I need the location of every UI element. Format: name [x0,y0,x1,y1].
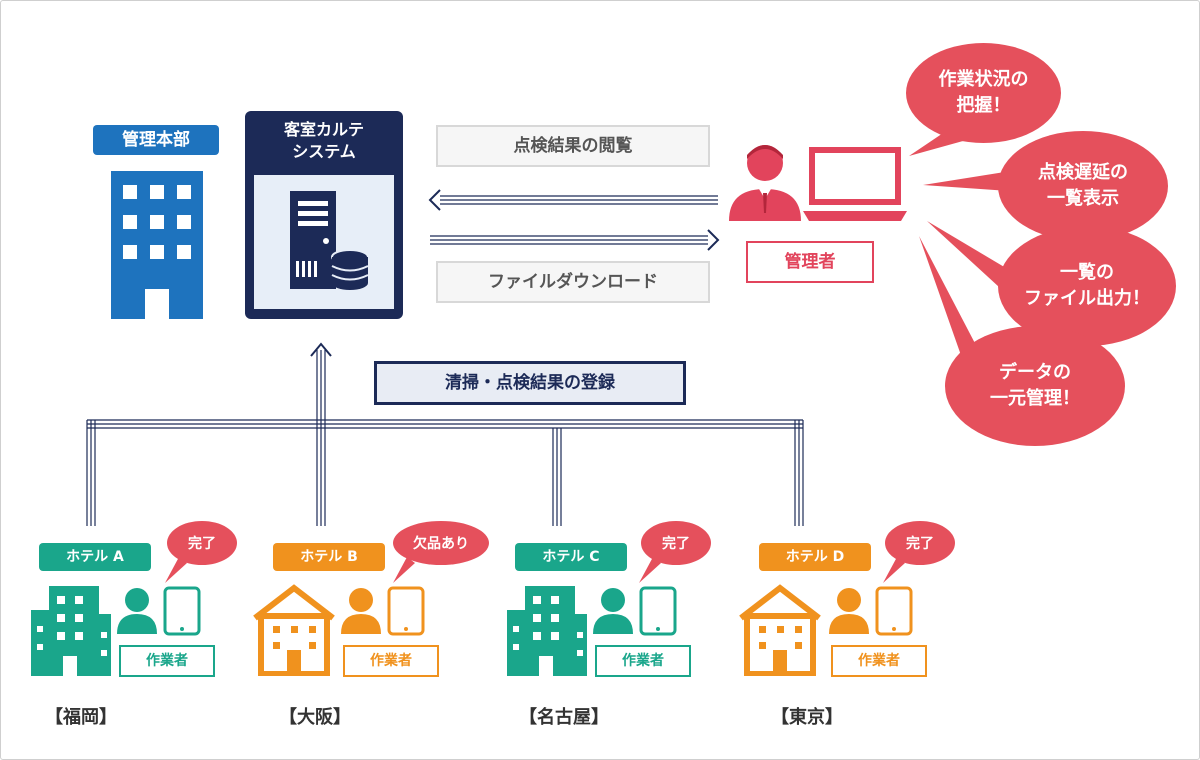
hotel-a-city: 【福岡】 [45,707,117,728]
register-results-box: 清掃・点検結果の登録 [374,361,686,405]
benefit-bubble-1: 作業状況の 把握！ [906,43,1061,143]
hotel-d-bubble-pointer [883,557,905,583]
hotel-b-worker-label: 作業者 [343,645,439,677]
hotel-a-tag: ホテル A [39,543,151,571]
hotel-d-tag: ホテル D [759,543,871,571]
hotel-b-worker-icon [341,586,425,636]
hotel-c-worker-label: 作業者 [595,645,691,677]
hotel-a-building-icon [31,586,111,676]
hq-label: 管理本部 [93,125,219,155]
flow-arrows [428,189,720,251]
system-title: 客室カルテ システム [283,120,364,161]
hotel-a-worker-icon [117,586,201,636]
server-database-icon [290,191,369,290]
system-inner [254,175,394,309]
hotel-c-tag: ホテル C [515,543,627,571]
system-box: 客室カルテ システム [245,111,403,319]
hotel-b-bubble-pointer [393,557,415,583]
hotel-d-worker-icon [829,586,913,636]
hotel-c-building-icon [507,586,587,676]
hotel-c-worker-icon [593,586,677,636]
hotel-d-building-icon [739,584,821,676]
hotel-a-worker-label: 作業者 [119,645,215,677]
hotel-c-bubble-pointer [639,557,661,583]
office-building-icon [111,171,203,319]
hotel-b-building-icon [253,584,335,676]
laptop-icon [803,147,907,221]
person-icon [729,145,907,221]
hotel-b-tag: ホテル B [273,543,385,571]
hotel-c-city: 【名古屋】 [519,707,609,728]
hotel-connection-lines [86,342,804,526]
hotel-d-city: 【東京】 [771,707,843,728]
manager-label: 管理者 [746,241,874,283]
view-results-box: 点検結果の閲覧 [436,125,710,167]
benefit-bubble-2: 点検遅延の 一覧表示 [998,131,1168,241]
hotel-d-worker-label: 作業者 [831,645,927,677]
hotel-b-city: 【大阪】 [279,707,351,728]
hotel-b-status-bubble: 欠品あり [393,521,489,565]
file-download-box: ファイルダウンロード [436,261,710,303]
benefit-bubble-4: データの 一元管理！ [945,326,1125,446]
hotel-a-bubble-pointer [165,557,187,583]
